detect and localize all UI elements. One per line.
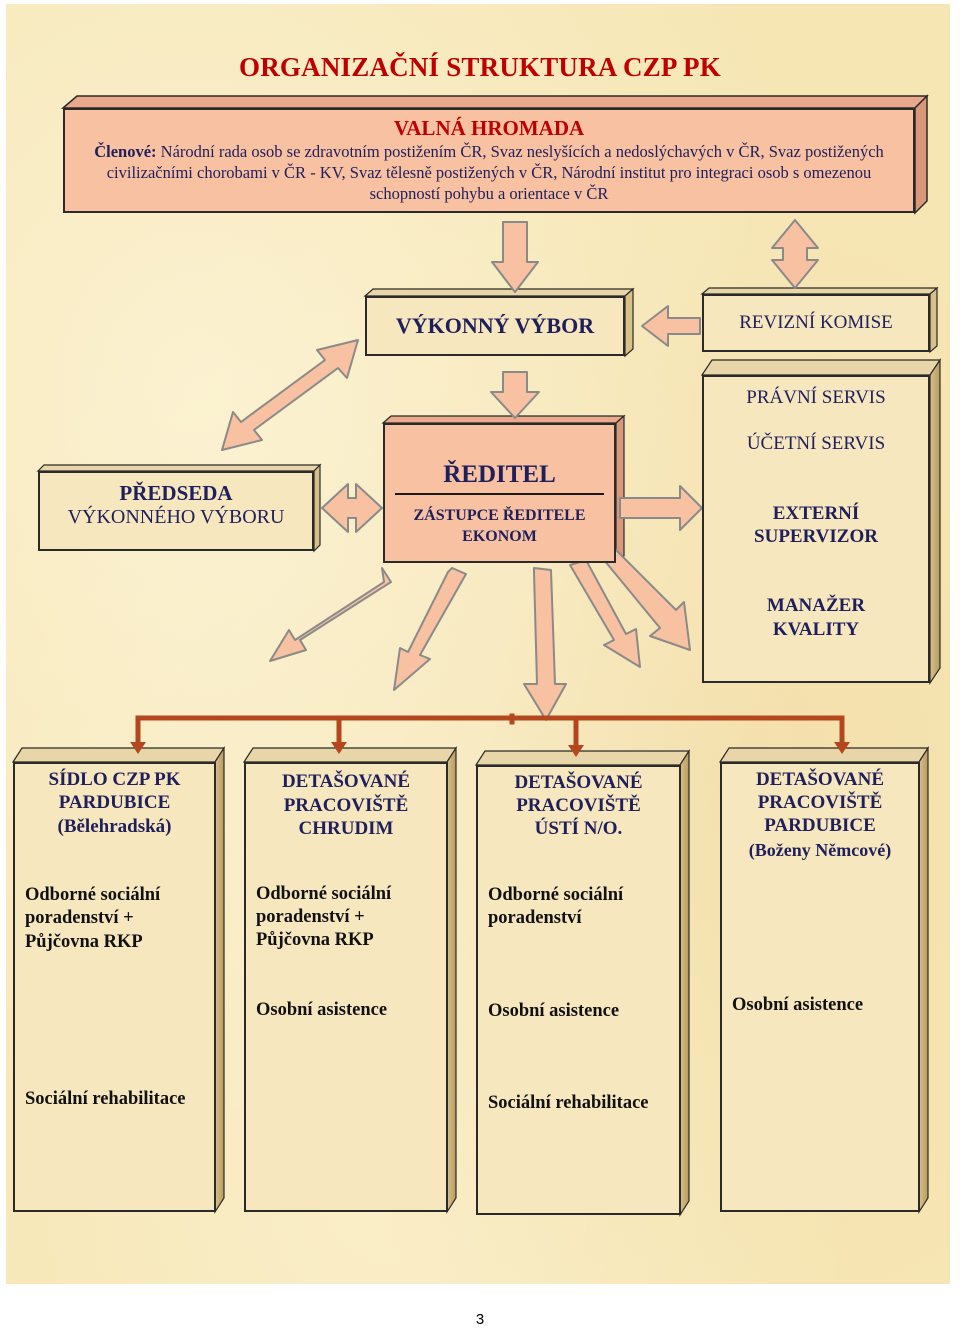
externi-label: EXTERNÍ: [772, 503, 860, 524]
arrow-double-vertical: [771, 219, 819, 289]
reditel-box: ŘEDITEL ZÁSTUPCE ŘEDITELE EKONOM: [383, 423, 616, 563]
box-top-face: [11, 747, 226, 763]
service-item: Půjčovna RKP: [256, 930, 374, 950]
branch-heading: ÚSTÍ N/O.: [534, 818, 623, 839]
branch-heading: DETAŠOVANÉ: [514, 772, 643, 793]
page-title: ORGANIZAČNÍ STRUKTURA CZP PK: [239, 52, 721, 82]
box-top-face: [242, 747, 458, 763]
branch-heading: DETAŠOVANÉ: [755, 769, 885, 790]
service-item: Odborné sociální: [256, 884, 392, 904]
ucetni-servis: ÚČETNÍ SERVIS: [746, 433, 886, 454]
branch-heading: PARDUBICE: [764, 815, 876, 836]
predseda-line2: VÝKONNÉHO VÝBORU: [67, 506, 285, 528]
arrow-fan: [393, 567, 467, 691]
arrow-double-diagonal: [221, 339, 359, 451]
members-text: Národní rada osob se zdravotním postižen…: [106, 142, 884, 203]
arrow-down: [491, 221, 539, 293]
reditel-zastupce: ZÁSTUPCE ŘEDITELE: [413, 507, 586, 524]
arrow-fan: [603, 549, 691, 651]
branch-heading: (Bělehradská): [57, 816, 172, 837]
valna-hromada-heading: VALNÁ HROMADA: [393, 116, 585, 140]
box-top-face: [700, 359, 942, 376]
box-side-face: [313, 463, 321, 553]
revizni-komise-box: REVIZNÍ KOMISE: [702, 294, 930, 352]
members-label: Členové:: [94, 142, 157, 161]
box-top-face: [718, 747, 930, 763]
arrowhead: [130, 742, 146, 754]
service-item: poradenství: [488, 908, 582, 928]
arrow-fan: [269, 567, 392, 662]
box-side-face: [679, 748, 690, 1218]
valna-hromada-members: Členové: Národní rada osob se zdravotním…: [65, 141, 913, 204]
arrow-double-horizontal: [321, 483, 383, 533]
valna-hromada-box: VALNÁ HROMADA Členové: Národní rada osob…: [63, 108, 915, 213]
branch-sidlo-pardubice: SÍDLO CZP PK PARDUBICE (Bělehradská) Odb…: [13, 762, 216, 1212]
branch-heading: DETAŠOVANÉ: [281, 771, 411, 792]
branch-heading: PRACOVIŠTĚ: [516, 795, 641, 816]
branch-chrudim: DETAŠOVANÉ PRACOVIŠTĚ CHRUDIM Odborné so…: [244, 762, 448, 1212]
service-item: poradenství +: [256, 907, 365, 927]
box-side-face: [446, 745, 457, 1215]
arrow-fan: [569, 559, 641, 668]
box-top-face: [60, 95, 929, 109]
vykonny-vybor-label: VÝKONNÝ VÝBOR: [395, 313, 595, 338]
branch-heading: PRACOVIŠTĚ: [757, 792, 883, 813]
supervizor-label: SUPERVIZOR: [754, 526, 878, 547]
box-side-face: [918, 745, 929, 1215]
service-item: Osobní asistence: [256, 1000, 388, 1020]
revizni-komise-label: REVIZNÍ KOMISE: [739, 312, 893, 333]
arrow-fan: [523, 567, 567, 721]
kvality-label: KVALITY: [772, 619, 860, 640]
predseda-box: PŘEDSEDA VÝKONNÉHO VÝBORU: [38, 471, 314, 551]
services-box: PRÁVNÍ SERVIS ÚČETNÍ SERVIS EXTERNÍ SUPE…: [702, 375, 930, 683]
service-item: Osobní asistence: [488, 1001, 620, 1021]
service-item: Sociální rehabilitace: [488, 1093, 649, 1113]
branch-heading: PRACOVIŠTĚ: [283, 795, 409, 816]
reditel-heading: ŘEDITEL: [443, 461, 556, 488]
arrowhead: [834, 742, 850, 754]
service-item: Odborné sociální: [488, 885, 624, 905]
reditel-ekonom: EKONOM: [462, 528, 537, 545]
box-top-face: [474, 750, 691, 766]
service-item: Sociální rehabilitace: [25, 1089, 186, 1109]
vykonny-vybor-box: VÝKONNÝ VÝBOR: [365, 296, 625, 356]
box-side-face: [929, 286, 938, 354]
box-top-face: [381, 415, 626, 424]
branch-usti: DETAŠOVANÉ PRACOVIŠTĚ ÚSTÍ N/O. Odborné …: [476, 765, 681, 1215]
arrow-down: [490, 371, 540, 419]
box-side-face: [214, 745, 225, 1215]
manazer-label: MANAŽER: [766, 595, 866, 616]
service-item: Osobní asistence: [732, 995, 864, 1015]
box-side-face: [615, 414, 625, 565]
branch-heading: SÍDLO CZP PK: [48, 769, 181, 790]
branch-heading: PARDUBICE: [58, 792, 171, 813]
arrowhead: [331, 742, 347, 754]
branch-pardubice-bozeny: DETAŠOVANÉ PRACOVIŠTĚ PARDUBICE (Boženy …: [720, 762, 920, 1212]
reditel-divider: [395, 493, 604, 495]
box-side-face: [914, 94, 928, 215]
arrowhead: [568, 745, 584, 757]
service-item: Půjčovna RKP: [25, 932, 143, 952]
service-item: Odborné sociální: [25, 885, 161, 905]
predseda-line1: PŘEDSEDA: [119, 481, 233, 505]
service-item: poradenství +: [25, 908, 134, 928]
box-side-face: [624, 287, 634, 358]
box-side-face: [929, 358, 941, 685]
arrow-left: [641, 305, 701, 347]
branch-heading: (Boženy Němcové): [748, 840, 892, 860]
pravni-servis: PRÁVNÍ SERVIS: [746, 387, 886, 408]
page-number: 3: [475, 1311, 485, 1328]
branch-heading: CHRUDIM: [298, 818, 394, 839]
arrow-right: [619, 485, 703, 531]
box-top-face: [363, 288, 635, 297]
